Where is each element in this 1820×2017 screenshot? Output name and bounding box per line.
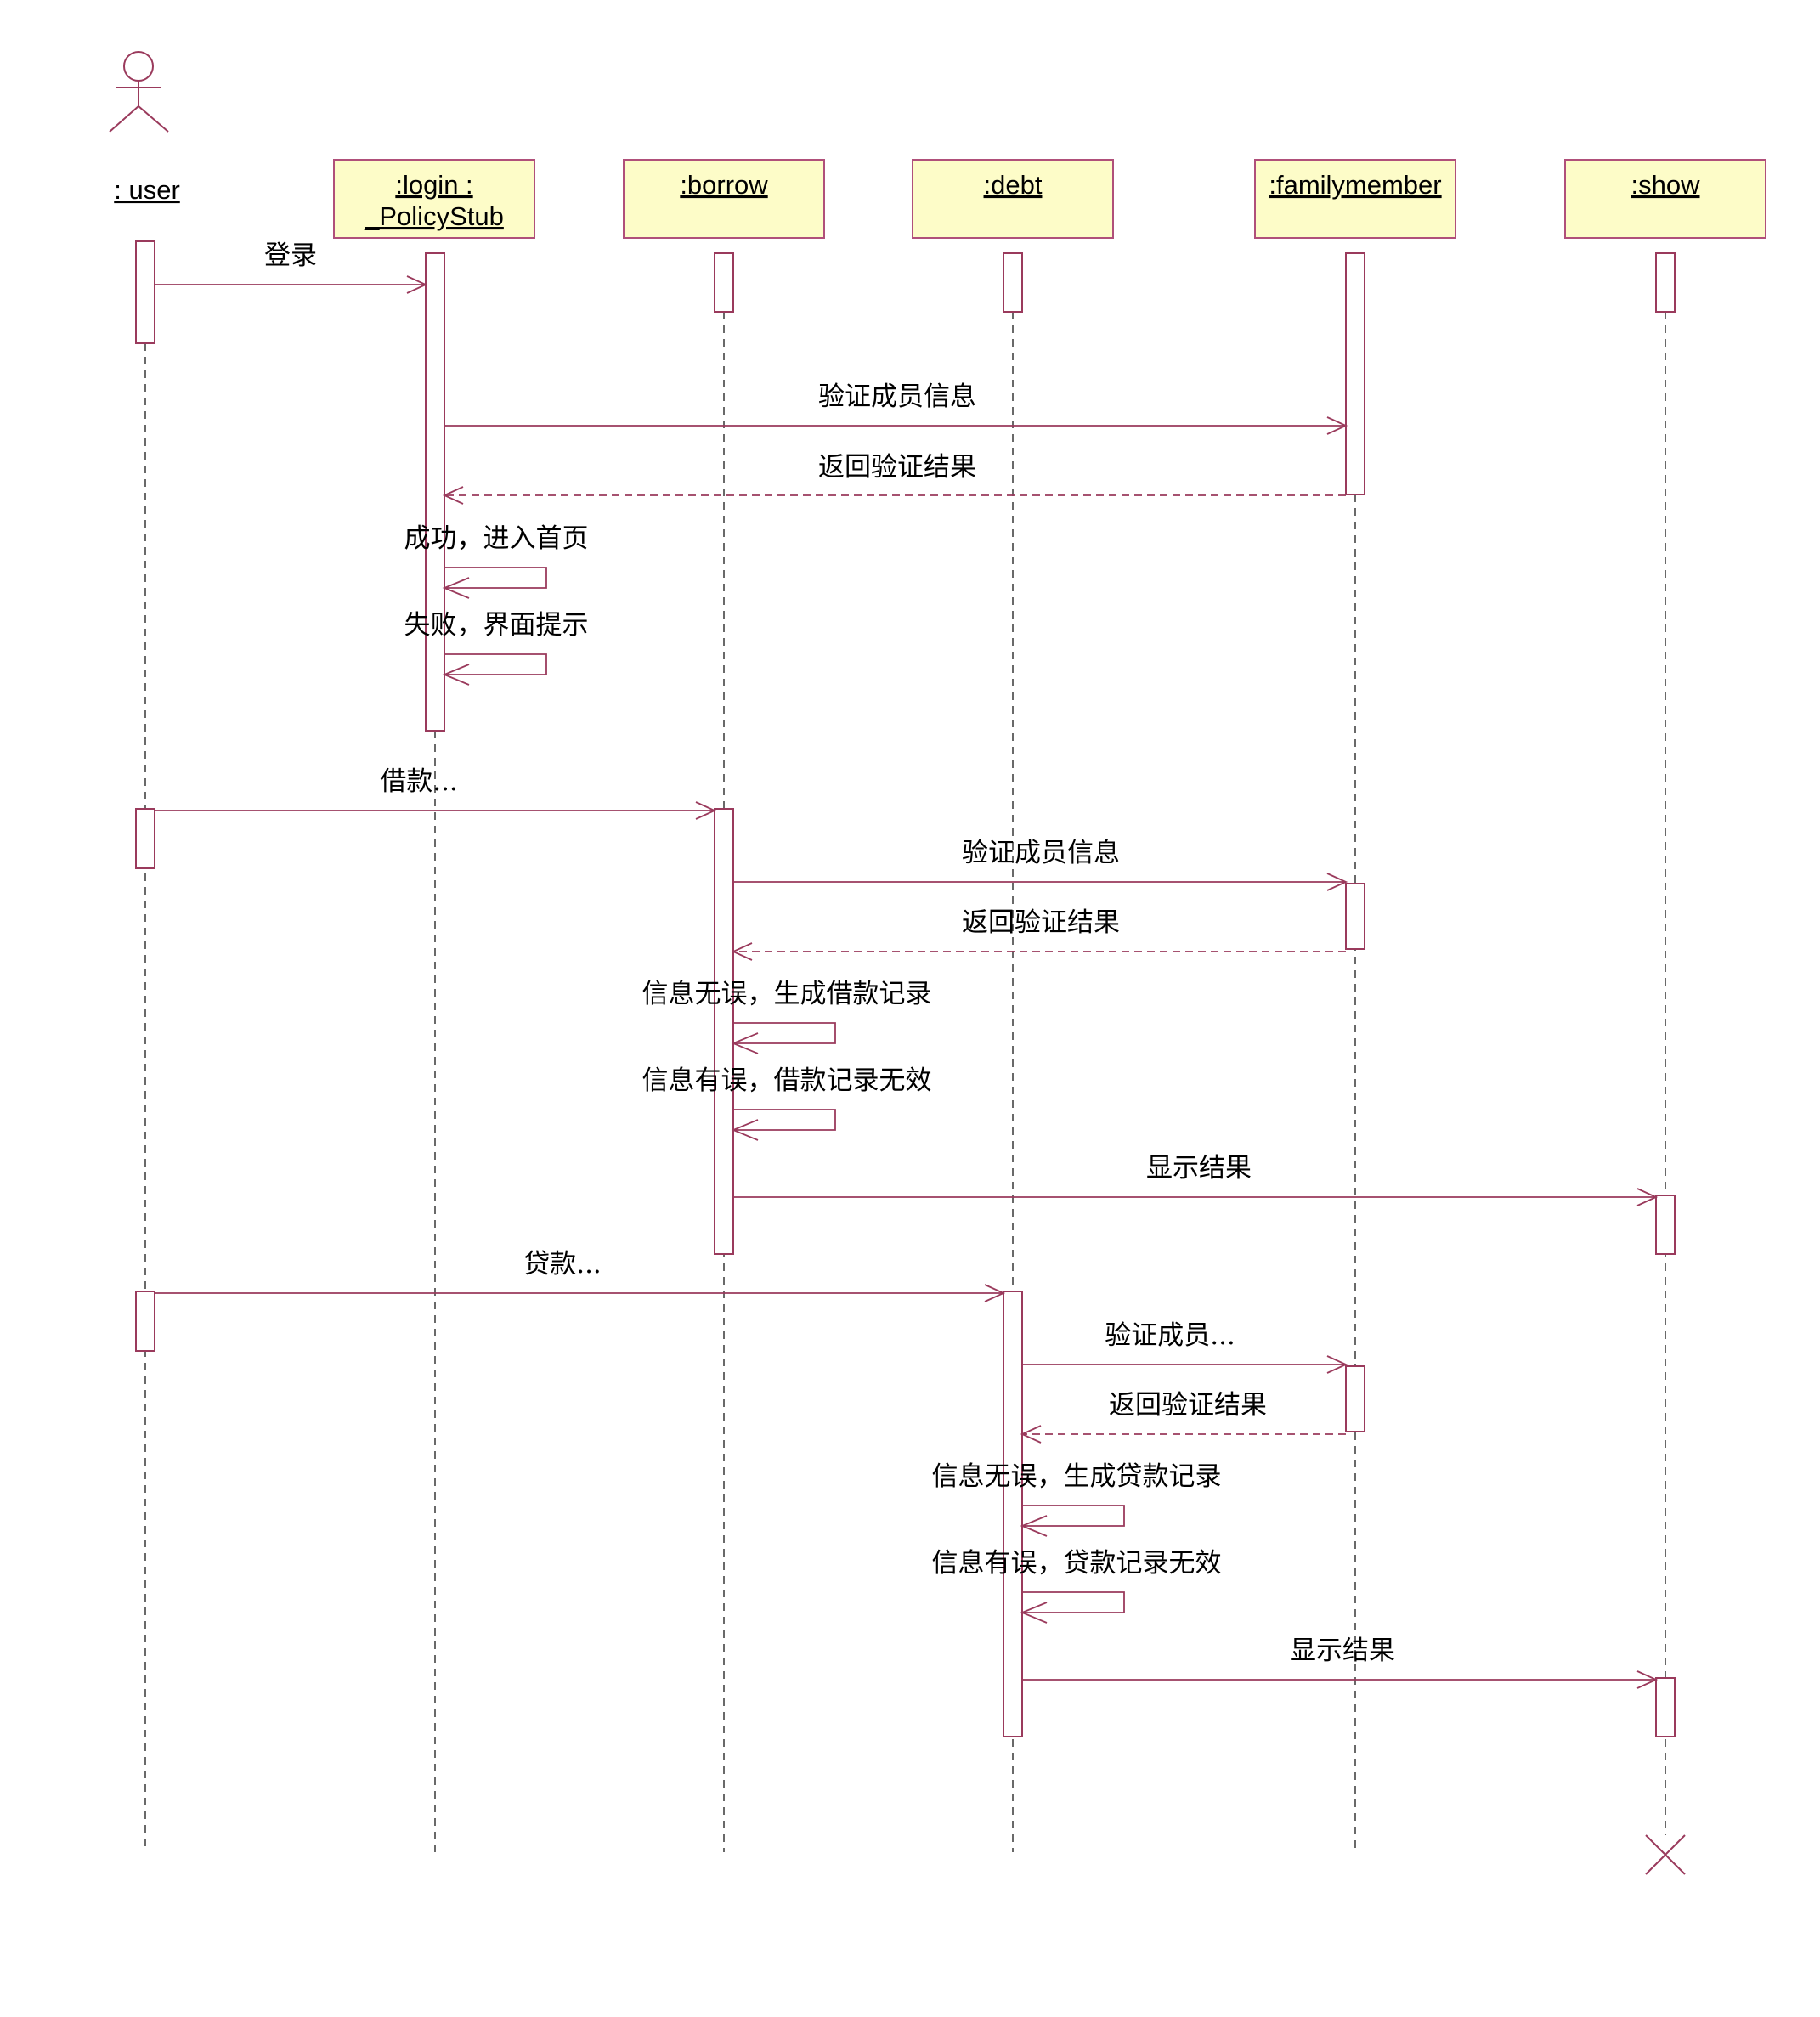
activation-login	[425, 252, 445, 732]
message-label: 失败，界面提示	[404, 610, 589, 641]
object-label: :debt	[984, 170, 1043, 200]
activation-show-0	[1655, 252, 1676, 313]
object-box	[1254, 159, 1456, 239]
arrowhead-icon	[1326, 873, 1348, 891]
object-login: :login : _PolicyStub	[333, 159, 535, 239]
arrowhead-icon	[1020, 1602, 1048, 1624]
arrowhead-icon	[1326, 1355, 1348, 1374]
actor-user: : user	[109, 51, 180, 205]
self-message-borrow-ok	[733, 1022, 836, 1044]
activation-user-3	[135, 1291, 155, 1352]
messages	[155, 275, 1659, 1689]
arrowhead-icon	[1020, 1515, 1048, 1537]
activation-familymember-3	[1345, 1365, 1365, 1432]
message-label: 返回验证结果	[1109, 1390, 1267, 1421]
message-label: 借款...	[380, 766, 458, 797]
object-label: :show	[1631, 170, 1701, 200]
message-label: 信息有误，借款记录无效	[642, 1065, 932, 1096]
object-box	[623, 159, 825, 239]
object-familymember: :familymember	[1254, 159, 1456, 239]
activation-user-1	[135, 240, 155, 344]
object-label: :borrow	[680, 170, 768, 200]
arrowhead-icon	[442, 577, 470, 599]
message-label: 验证成员信息	[962, 838, 1120, 868]
self-message-fail	[444, 653, 547, 675]
object-box	[333, 159, 535, 239]
activation-user-2	[135, 808, 155, 869]
message-label: 信息无误，生成借款记录	[642, 979, 932, 1009]
activation-show-2	[1655, 1677, 1676, 1737]
message-label: 显示结果	[1290, 1636, 1395, 1666]
self-message-debt-ok	[1022, 1505, 1125, 1527]
arrowhead-icon	[406, 275, 428, 294]
arrowhead-icon	[1020, 1425, 1042, 1444]
activation-debt-0	[1003, 252, 1023, 313]
message-label: 信息无误，生成贷款记录	[932, 1461, 1222, 1492]
self-message-debt-err	[1022, 1591, 1125, 1613]
arrowhead-icon	[731, 1119, 759, 1141]
object-label-line-2: _PolicyStub	[364, 201, 504, 231]
activation-show-1	[1655, 1195, 1676, 1255]
arrowhead-icon	[1326, 416, 1348, 435]
object-borrow: :borrow	[623, 159, 825, 239]
arrowhead-icon	[1636, 1188, 1659, 1206]
object-label-line-1: :login :	[395, 170, 472, 200]
message-label: 登录	[264, 240, 317, 271]
arrowhead-icon	[984, 1284, 1006, 1302]
actor-label: : user	[114, 175, 180, 205]
arrowhead-icon	[731, 1032, 759, 1054]
message-label: 返回验证结果	[818, 452, 976, 483]
activation-debt	[1003, 1291, 1023, 1737]
destroy-x-icon	[1645, 1834, 1686, 1875]
message-label: 显示结果	[1146, 1153, 1252, 1184]
message-label: 返回验证结果	[962, 907, 1120, 938]
activation-familymember-2	[1345, 883, 1365, 950]
message-labels: 登录 验证成员信息 返回验证结果 成功，进入首页 失败，界面提示 借款... 验…	[264, 240, 1395, 1666]
actor-leg-right	[138, 105, 169, 133]
object-box	[1564, 159, 1766, 239]
arrowhead-icon	[695, 801, 717, 820]
object-box	[912, 159, 1114, 239]
message-label: 验证成员...	[1105, 1320, 1235, 1351]
arrowhead-icon	[731, 942, 753, 961]
arrowhead-icon	[442, 664, 470, 686]
self-message-borrow-err	[733, 1109, 836, 1131]
arrowhead-icon	[442, 486, 464, 505]
self-message-success	[444, 567, 547, 589]
message-label: 贷款...	[523, 1249, 602, 1280]
object-debt: :debt	[912, 159, 1114, 239]
actor-leg-left	[109, 105, 139, 133]
arrowhead-icon	[1636, 1670, 1659, 1689]
activation-borrow-0	[714, 252, 734, 313]
object-label: :familymember	[1269, 170, 1441, 200]
activation-familymember-1	[1345, 252, 1365, 495]
actor-head-icon	[123, 51, 154, 82]
message-label: 成功，进入首页	[404, 523, 589, 554]
activations	[135, 240, 1676, 1737]
message-label: 验证成员信息	[818, 381, 976, 412]
message-label: 信息有误，贷款记录无效	[932, 1548, 1222, 1579]
object-show: :show	[1564, 159, 1766, 239]
activation-borrow	[714, 808, 734, 1255]
